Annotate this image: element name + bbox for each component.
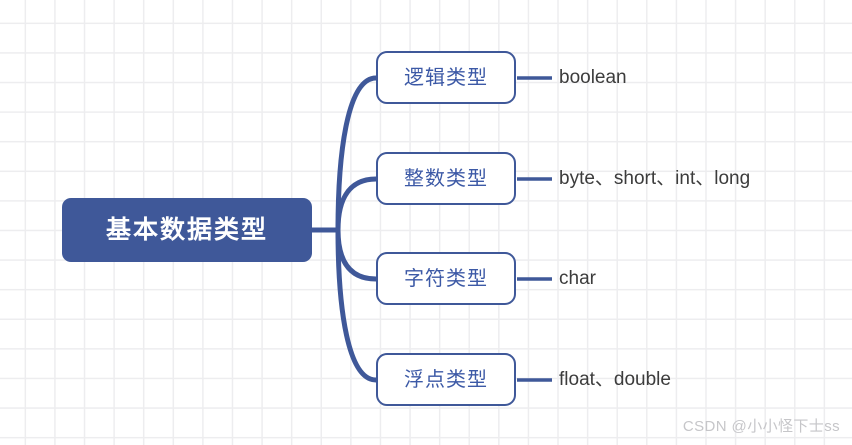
- watermark: CSDN @小小怪下士ss: [682, 418, 840, 435]
- branch-node-4[interactable]: 浮点类型: [376, 353, 516, 406]
- branch-node-1-label: 逻辑类型: [404, 66, 488, 89]
- root-node-label: 基本数据类型: [105, 215, 268, 244]
- branch-leaf-2-label: byte、short、int、long: [559, 168, 751, 189]
- branch-node-4-label: 浮点类型: [404, 368, 488, 391]
- branch-node-1[interactable]: 逻辑类型: [376, 51, 516, 104]
- branch-node-3[interactable]: 字符类型: [376, 252, 516, 305]
- branch-node-3-label: 字符类型: [404, 267, 488, 290]
- branch-leaf-1-label: boolean: [559, 67, 627, 88]
- branch-leaf-3-label: char: [559, 268, 596, 289]
- root-node[interactable]: 基本数据类型: [62, 198, 312, 262]
- branch-node-2-label: 整数类型: [404, 167, 488, 190]
- connector-branch-3: [335, 227, 379, 282]
- connector-branch-2: [335, 176, 379, 233]
- branch-leaf-4-label: float、double: [559, 369, 671, 390]
- branch-node-2[interactable]: 整数类型: [376, 152, 516, 205]
- connector-branch-4: [335, 227, 379, 383]
- connector-branch-1: [335, 75, 379, 233]
